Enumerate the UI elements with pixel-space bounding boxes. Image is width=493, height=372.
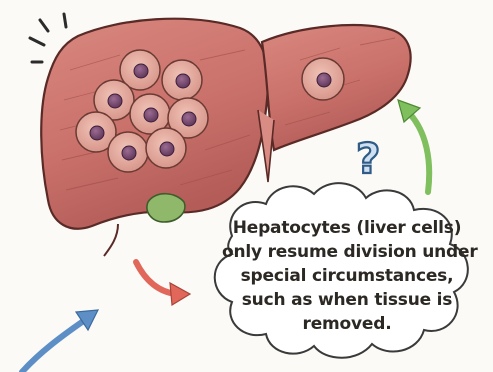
caption-line: only resume division under bbox=[222, 240, 472, 264]
hepatocyte-cell-icon bbox=[162, 60, 202, 100]
caption-line: removed. bbox=[222, 312, 472, 336]
curved-arrow-green-icon bbox=[398, 100, 429, 192]
caption-line: special circumstances, bbox=[222, 264, 472, 288]
hepatocyte-cell-icon bbox=[108, 132, 148, 172]
caption-text: Hepatocytes (liver cells) only resume di… bbox=[222, 216, 472, 336]
hepatocyte-cell-icon bbox=[146, 128, 186, 168]
question-mark-icon: ? bbox=[356, 138, 380, 180]
gallbladder-icon bbox=[147, 194, 185, 222]
hepatocyte-cell-icon bbox=[302, 58, 344, 100]
curved-arrow-red-icon bbox=[136, 262, 190, 305]
caption-line: Hepatocytes (liver cells) bbox=[222, 216, 472, 240]
curved-arrow-blue-icon bbox=[22, 310, 98, 372]
caption-line: such as when tissue is bbox=[222, 288, 472, 312]
